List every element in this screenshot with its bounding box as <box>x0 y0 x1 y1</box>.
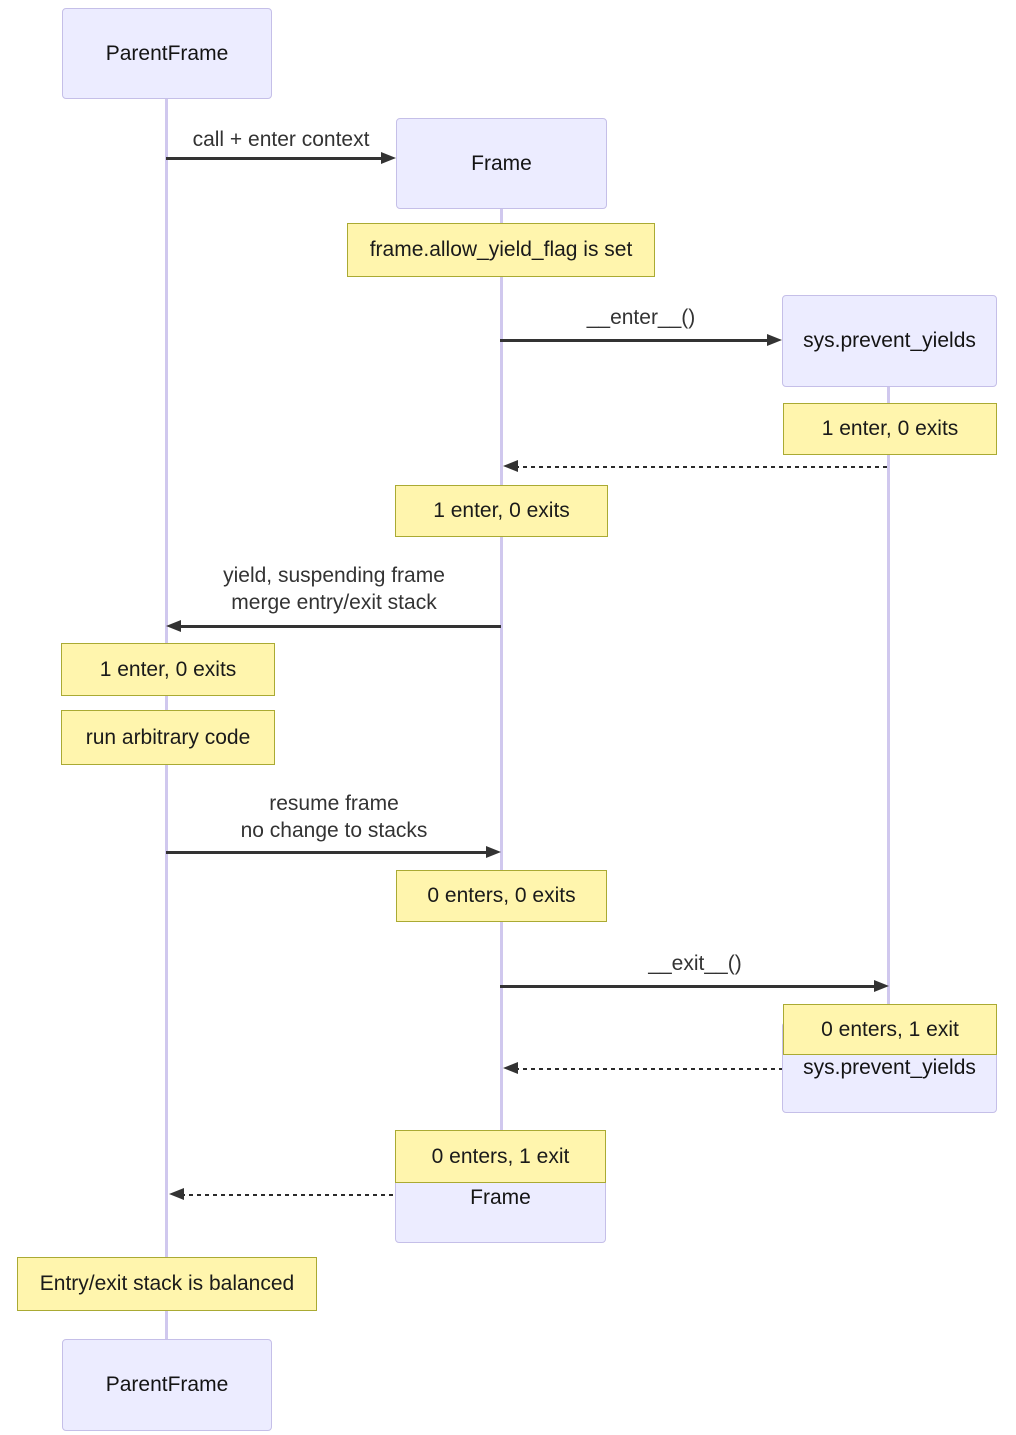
note-allow-yield-flag: frame.allow_yield_flag is set <box>347 223 655 277</box>
call-enter-context-label: call + enter context <box>192 128 370 151</box>
enter-return-arrow <box>503 460 889 473</box>
arrowhead-left-icon <box>166 620 181 632</box>
arrowhead-right-icon <box>874 980 889 992</box>
enter-call-label: __enter__() <box>586 306 696 329</box>
arrow-line <box>166 851 489 854</box>
arrowhead-left-icon <box>503 1062 518 1074</box>
enter-call-arrow <box>500 334 782 347</box>
note-sys-exit-count: 0 enters, 1 exit <box>783 1004 997 1055</box>
note-stack-balanced: Entry/exit stack is balanced <box>17 1257 317 1311</box>
arrowhead-left-icon <box>169 1188 184 1200</box>
yield-label-line1: yield, suspending frame <box>223 564 445 587</box>
note-run-arbitrary-code: run arbitrary code <box>61 710 275 765</box>
note-frame-enter-count: 1 enter, 0 exits <box>395 485 608 537</box>
arrowhead-right-icon <box>767 334 782 346</box>
arrow-line-dashed <box>181 1193 395 1196</box>
arrowhead-right-icon <box>486 846 501 858</box>
arrow-line-dashed <box>515 1067 782 1070</box>
yield-label-line2: merge entry/exit stack <box>231 591 437 614</box>
note-frame-exit-count: 0 enters, 1 exit <box>395 1130 606 1183</box>
yield-arrow <box>166 620 501 633</box>
note-sys-enter-count: 1 enter, 0 exits <box>783 403 997 455</box>
exit-call-arrow <box>500 980 889 993</box>
actor-parentframe-bottom: ParentFrame <box>62 1339 272 1431</box>
frame-return-arrow <box>169 1188 395 1201</box>
resume-label-line1: resume frame <box>269 792 399 815</box>
arrow-line-dashed <box>515 465 889 468</box>
exit-return-arrow <box>503 1062 782 1075</box>
exit-call-label: __exit__() <box>648 952 742 975</box>
resume-label-line2: no change to stacks <box>240 819 428 842</box>
arrowhead-left-icon <box>503 460 518 472</box>
lifeline-frame <box>500 208 503 1156</box>
lifeline-sys-prevent-yields <box>887 386 890 1023</box>
arrow-line <box>178 625 501 628</box>
call-enter-context-arrow <box>166 152 396 165</box>
actor-parentframe-top: ParentFrame <box>62 8 272 99</box>
note-frame-resume-count: 0 enters, 0 exits <box>396 870 607 922</box>
arrowhead-right-icon <box>381 152 396 164</box>
note-parent-enter-count: 1 enter, 0 exits <box>61 643 275 696</box>
arrow-line <box>500 339 770 342</box>
arrow-line <box>166 157 384 160</box>
arrow-line <box>500 985 877 988</box>
actor-frame-top: Frame <box>396 118 607 209</box>
resume-arrow <box>166 846 501 859</box>
yield-label: yield, suspending frame merge entry/exit… <box>223 562 445 616</box>
actor-sys-prevent-yields-top: sys.prevent_yields <box>782 295 997 387</box>
resume-label: resume frame no change to stacks <box>241 790 428 844</box>
